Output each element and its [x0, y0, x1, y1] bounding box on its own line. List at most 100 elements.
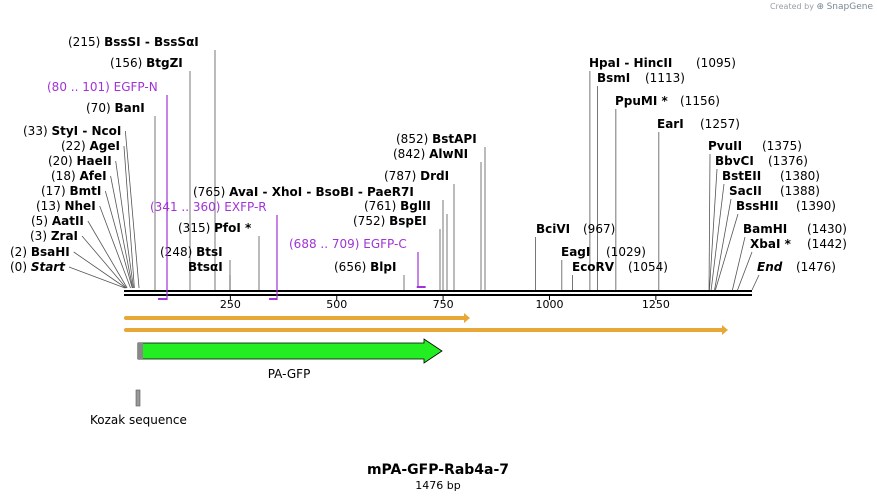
- enzyme-name: BmtI: [69, 184, 101, 198]
- enzyme-leader-line: [115, 160, 134, 289]
- enzyme-position: (1380): [780, 169, 820, 183]
- enzyme-label[interactable]: (787) DrdI: [384, 169, 449, 183]
- enzyme-name-alt: - NcoI: [78, 124, 121, 138]
- enzyme-name-alt: - HincII: [620, 56, 672, 70]
- enzyme-label[interactable]: (842) AlwNI: [393, 147, 468, 161]
- primer-label[interactable]: (688 .. 709) EGFP-C: [289, 237, 407, 251]
- enzyme-name: BglII: [400, 199, 431, 213]
- enzyme-position: (5): [31, 214, 48, 228]
- sequence-backbone: [124, 290, 752, 296]
- feature-annotations: PA-GFP Kozak sequence: [90, 313, 728, 427]
- enzyme-position: (787): [384, 169, 416, 183]
- enzyme-label[interactable]: (248) BtsI: [160, 245, 223, 259]
- enzyme-label[interactable]: (17) BmtI: [41, 184, 101, 198]
- enzyme-leader-line: [751, 274, 760, 291]
- enzyme-label[interactable]: (18) AfeI: [51, 169, 107, 183]
- enzyme-name: BamHI: [743, 222, 787, 236]
- enzyme-label[interactable]: EagI: [561, 245, 590, 259]
- enzyme-position: (752): [353, 214, 385, 228]
- enzyme-label[interactable]: (20) HaeII: [48, 154, 112, 168]
- enzyme-name: DrdI: [420, 169, 449, 183]
- enzyme-label[interactable]: BstEII: [722, 169, 761, 183]
- enzyme-label[interactable]: BsmI: [597, 71, 630, 85]
- enzyme-label[interactable]: SacII: [729, 184, 762, 198]
- enzyme-name: NheI: [64, 199, 95, 213]
- enzyme-label[interactable]: End: [757, 260, 783, 274]
- enzyme-leader-line: [99, 205, 131, 289]
- enzyme-label[interactable]: EcoRV: [572, 260, 615, 274]
- enzyme-position: (852): [396, 132, 428, 146]
- enzyme-label[interactable]: (765) AvaI - XhoI - BsoBI - PaeR7I: [193, 185, 414, 199]
- enzyme-label[interactable]: (761) BglII: [364, 199, 431, 213]
- enzyme-name: AvaI: [229, 185, 258, 199]
- enzyme-name: BssSI: [104, 35, 141, 49]
- enzyme-label[interactable]: (656) BlpI: [334, 260, 396, 274]
- orf-arrow-long-head: [722, 325, 728, 335]
- enzyme-label[interactable]: (3) ZraI: [30, 229, 78, 243]
- enzyme-position: (1029): [606, 245, 646, 259]
- enzyme-position: (656): [334, 260, 366, 274]
- enzyme-label[interactable]: (0) Start: [10, 260, 66, 274]
- enzyme-label[interactable]: (752) BspEI: [353, 214, 427, 228]
- enzyme-name: BstAPI: [432, 132, 477, 146]
- enzyme-position: (1390): [796, 199, 836, 213]
- enzyme-label[interactable]: BbvCI: [715, 154, 754, 168]
- enzyme-label[interactable]: (22) AgeI: [61, 139, 120, 153]
- enzyme-name: PfoI *: [214, 221, 252, 235]
- enzyme-label[interactable]: (315) PfoI *: [178, 221, 252, 235]
- enzyme-position: (22): [61, 139, 86, 153]
- enzyme-label[interactable]: PvuII: [708, 139, 742, 153]
- enzyme-leader-line: [73, 251, 127, 289]
- enzyme-name: BtgZI: [146, 56, 183, 70]
- enzyme-label[interactable]: (215) BssSI - BssSαI: [68, 35, 199, 49]
- enzyme-label[interactable]: BamHI: [743, 222, 787, 236]
- pa-gfp-feature-arrow[interactable]: [137, 338, 443, 364]
- enzyme-name: BstEII: [722, 169, 761, 183]
- enzyme-name: SacII: [729, 184, 762, 198]
- enzyme-name: BssHII: [736, 199, 778, 213]
- enzyme-leader-line: [124, 130, 140, 289]
- enzyme-label[interactable]: EarI: [657, 117, 684, 131]
- enzyme-name: BtsI: [196, 245, 223, 259]
- enzyme-position: (967): [583, 222, 615, 236]
- enzyme-position: (1095): [696, 56, 736, 70]
- enzyme-label[interactable]: BssHII: [736, 199, 778, 213]
- enzyme-position: (315): [178, 221, 210, 235]
- enzyme-label[interactable]: XbaI *: [750, 237, 792, 251]
- enzyme-labels: (215) BssSI - BssSαI (156) BtgZI (70) BanI…: [10, 35, 847, 274]
- kozak-label: Kozak sequence: [90, 413, 187, 427]
- enzyme-label[interactable]: (13) NheI: [36, 199, 96, 213]
- enzyme-label[interactable]: PpuMI *: [615, 94, 669, 108]
- enzyme-position: (13): [36, 199, 61, 213]
- orf-arrow-short[interactable]: [124, 316, 468, 320]
- enzyme-label[interactable]: BciVI: [536, 222, 570, 236]
- enzyme-label[interactable]: (33) StyI - NcoI: [23, 124, 121, 138]
- kozak-feature-box[interactable]: [135, 389, 141, 407]
- enzyme-label[interactable]: (2) BsaHI: [10, 245, 70, 259]
- enzyme-position: (1113): [645, 71, 685, 85]
- enzyme-label[interactable]: (70) BanI: [86, 101, 145, 115]
- enzyme-label[interactable]: BtsαI: [188, 260, 223, 274]
- enzyme-label[interactable]: (156) BtgZI: [110, 56, 183, 70]
- orf-arrow-long[interactable]: [124, 328, 726, 332]
- primer-annotations: (80 .. 101) EGFP-N (341 .. 360) EXFP-R (68…: [47, 80, 426, 300]
- enzyme-label[interactable]: (852) BstAPI: [396, 132, 477, 146]
- enzyme-name: BsmI: [597, 71, 630, 85]
- enzyme-leader-line: [710, 183, 725, 291]
- map-title: mPA-GFP-Rab4a-7: [367, 462, 509, 478]
- enzyme-position: (1376): [768, 154, 808, 168]
- enzyme-position: (1156): [680, 94, 720, 108]
- enzyme-position: (1442): [807, 237, 847, 251]
- enzyme-label[interactable]: (5) AatII: [31, 214, 84, 228]
- enzyme-name: StyI: [51, 124, 78, 138]
- enzyme-label[interactable]: HpaI - HincII: [589, 56, 672, 70]
- primer-label[interactable]: (80 .. 101) EGFP-N: [47, 80, 158, 94]
- snapgene-logo-icon: ⊕: [816, 2, 825, 12]
- primer-range: (80 .. 101): [47, 80, 110, 94]
- enzyme-name: BsaHI: [31, 245, 70, 259]
- enzyme-name: BspEI: [389, 214, 427, 228]
- enzyme-position: (1257): [700, 117, 740, 131]
- snapgene-watermark: Created by ⊕ SnapGene: [770, 2, 873, 12]
- sequence-length: 1476 bp: [415, 479, 460, 492]
- primer-label[interactable]: (341 .. 360) EXFP-R: [150, 200, 267, 214]
